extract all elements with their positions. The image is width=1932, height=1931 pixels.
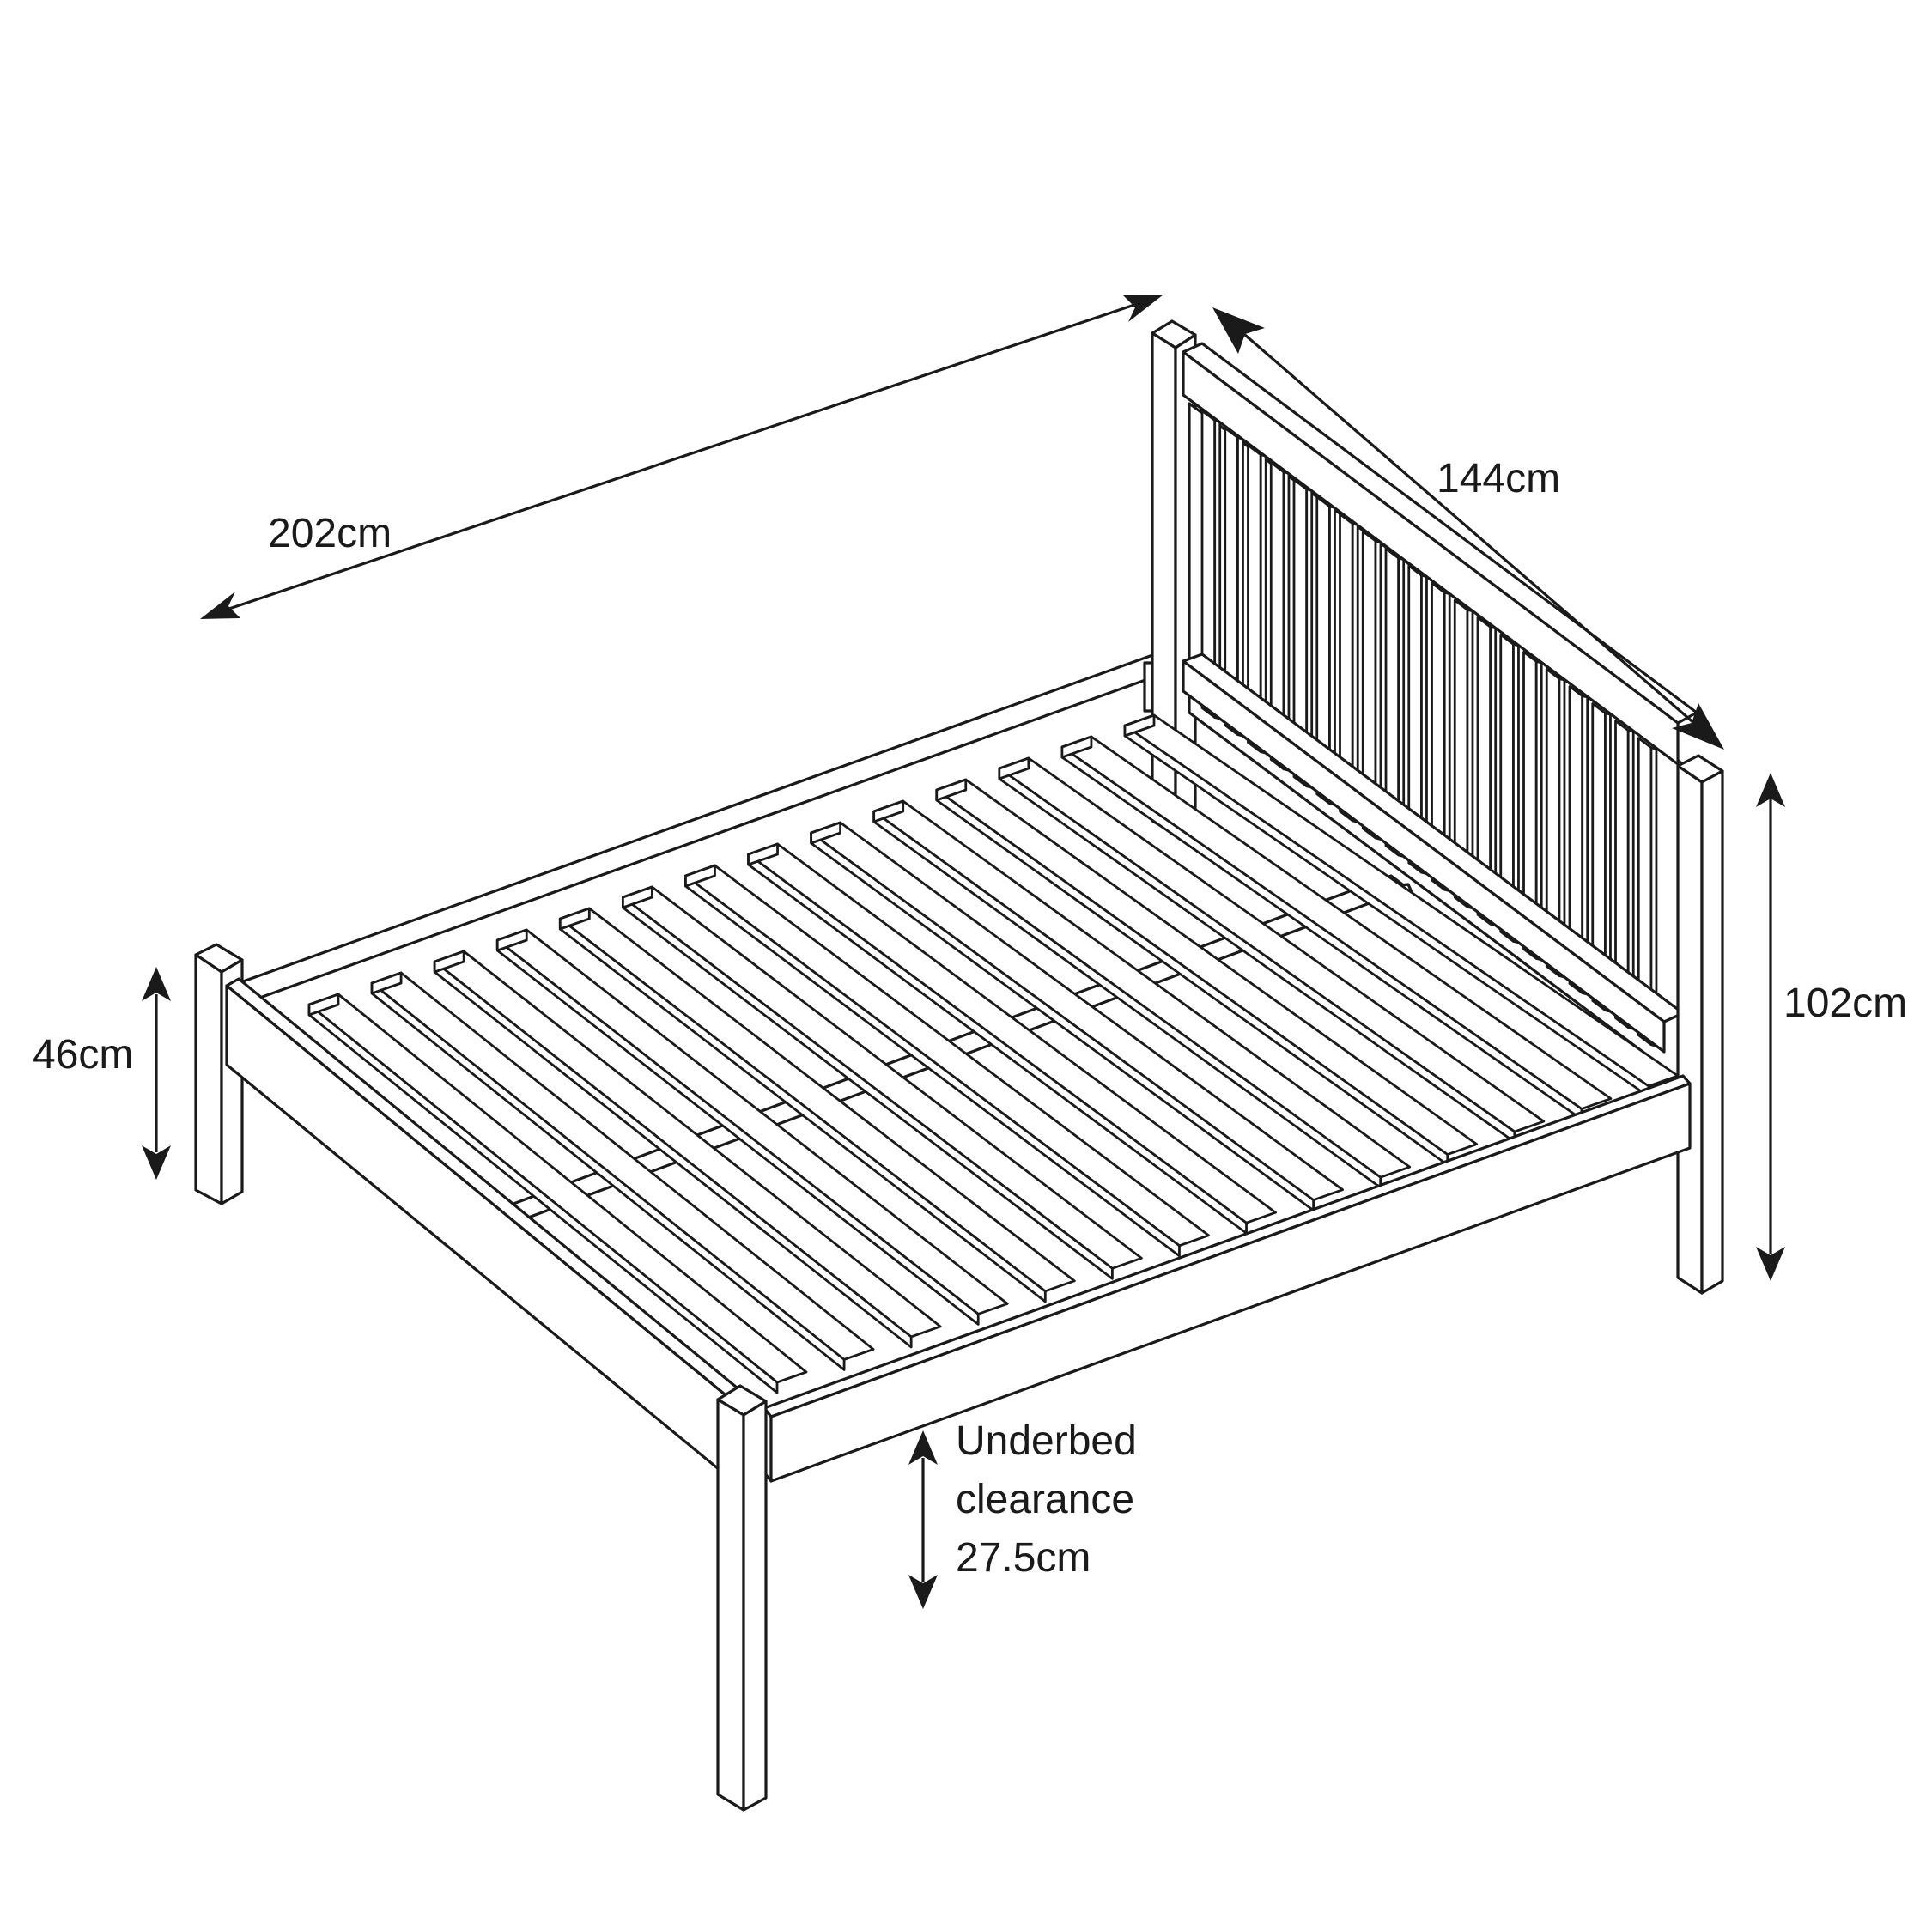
bed-slat-end	[558, 907, 591, 931]
bed-slats	[307, 713, 1680, 1394]
bed-slat-end	[872, 799, 905, 823]
headboard-height-arrow	[1756, 773, 1785, 1281]
underbed-clearance-arrow	[908, 1430, 938, 1609]
length-label: 202cm	[268, 511, 392, 556]
bed-slat-end	[1060, 735, 1093, 759]
underbed-clearance-label-line2: clearance	[956, 1477, 1134, 1522]
bed-slat-end	[998, 756, 1030, 780]
bed-slat-end	[935, 778, 968, 802]
bed-slat-end	[684, 864, 716, 888]
headboard-spindles	[1200, 410, 1658, 1047]
headboard	[1151, 319, 1724, 1295]
bed-slat-end	[370, 971, 403, 995]
footboard	[194, 943, 768, 1812]
bed-slat-end	[495, 928, 528, 952]
bed-slat-end	[621, 885, 653, 909]
width-label: 144cm	[1437, 456, 1560, 501]
headboard-height-label: 102cm	[1783, 981, 1907, 1026]
underbed-clearance-label-line1: Underbed	[956, 1418, 1137, 1464]
width-dimension-arrow	[1212, 307, 1724, 750]
bed-slat-end	[433, 950, 465, 974]
bed-slat-end	[747, 842, 779, 866]
bed-slat-edge	[307, 1003, 779, 1394]
footboard-height-label: 46cm	[33, 1032, 133, 1078]
bed-slat-end	[810, 821, 842, 845]
bed-slat-end	[1123, 713, 1156, 738]
underbed-clearance-label-line3: 27.5cm	[956, 1535, 1091, 1581]
near-side-rail	[762, 1074, 1692, 1483]
bed-slat-end	[307, 993, 340, 1017]
length-dimension-arrow	[200, 295, 1163, 619]
footboard-height-arrow	[142, 967, 171, 1180]
